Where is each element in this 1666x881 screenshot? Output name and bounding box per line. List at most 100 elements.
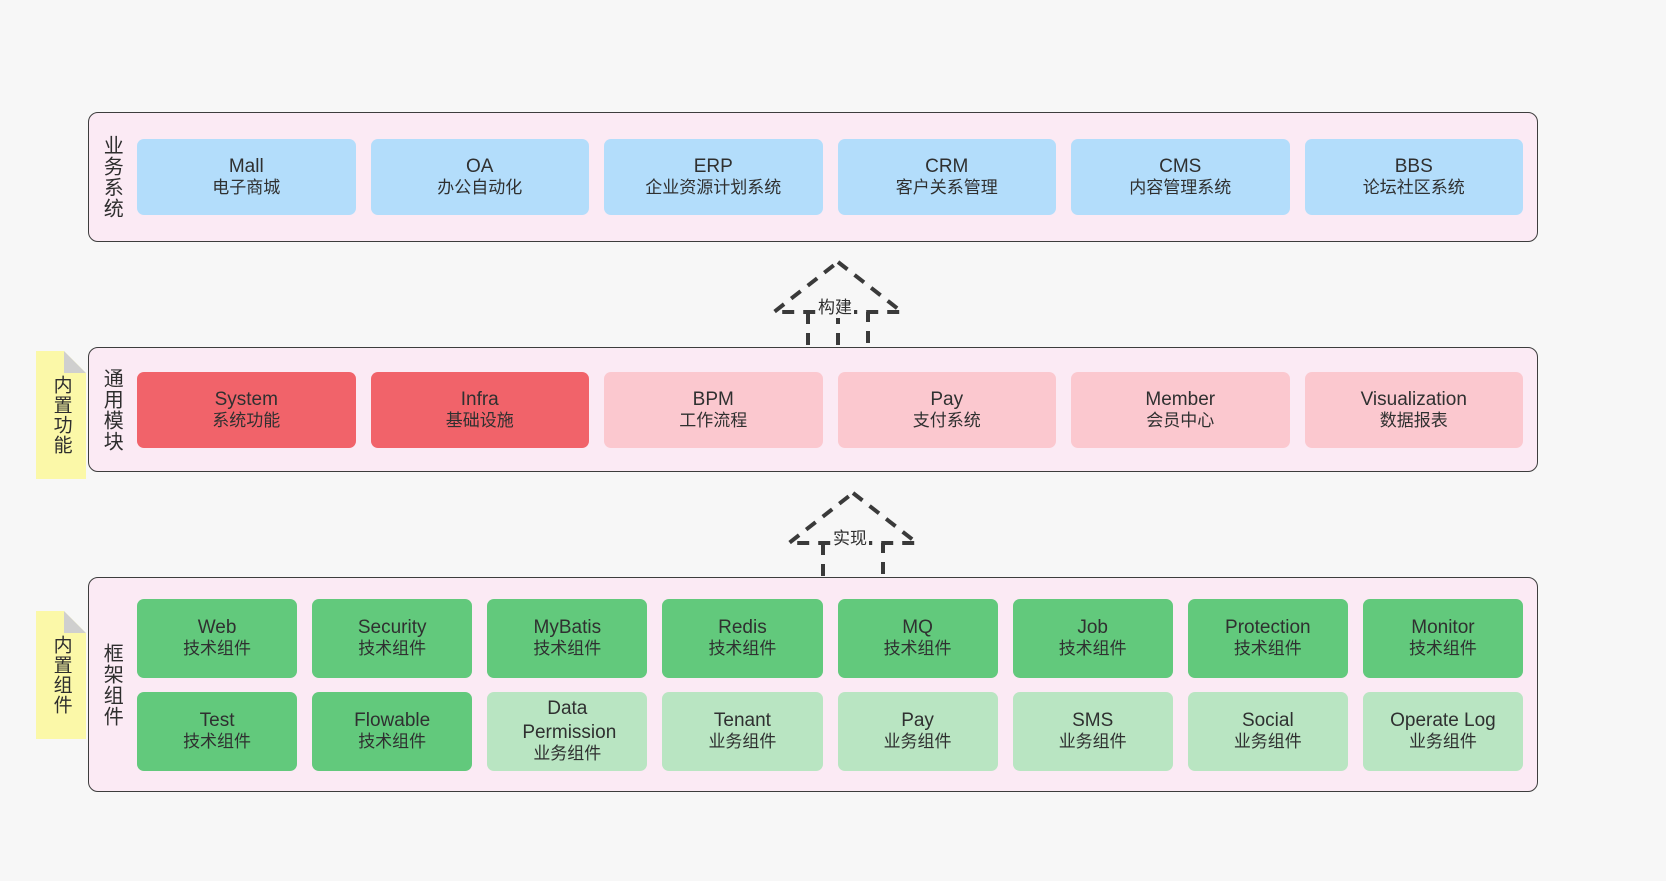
card-tenant[interactable]: Tenant 业务组件	[662, 691, 823, 771]
card-pay-component-cn: 业务组件	[883, 732, 952, 752]
card-mybatis-en: MyBatis	[533, 617, 602, 639]
card-job-cn: 技术组件	[1058, 639, 1127, 659]
card-mall-en: Mall	[228, 156, 264, 178]
card-oa[interactable]: OA 办公自动化	[370, 139, 589, 215]
card-sms-cn: 业务组件	[1058, 732, 1127, 752]
note-fold-icon	[64, 611, 86, 633]
card-sms[interactable]: SMS 业务组件	[1012, 691, 1173, 771]
card-cms-en: CMS	[1159, 156, 1202, 178]
card-oa-en: OA	[466, 156, 494, 178]
connector-build: 构建	[760, 258, 920, 352]
card-monitor-cn: 技术组件	[1408, 639, 1477, 659]
card-pay-component-en: Pay	[901, 710, 934, 732]
layer-business-system-body: Mall 电子商城 OA 办公自动化 ERP 企业资源计划系统 CRM 客户关系…	[133, 113, 1537, 241]
card-mybatis-cn: 技术组件	[533, 639, 602, 659]
card-tenant-en: Tenant	[713, 710, 771, 732]
framework-tech-row: Web 技术组件 Security 技术组件 MyBatis 技术组件 Redi…	[137, 598, 1523, 678]
card-monitor[interactable]: Monitor 技术组件	[1362, 598, 1523, 678]
card-social-cn: 业务组件	[1233, 732, 1302, 752]
card-visualization[interactable]: Visualization 数据报表	[1304, 371, 1523, 448]
card-visualization-en: Visualization	[1360, 388, 1467, 410]
card-tenant-cn: 业务组件	[708, 732, 777, 752]
card-visualization-cn: 数据报表	[1379, 410, 1448, 430]
card-pay-module-cn: 支付系统	[912, 410, 981, 430]
card-erp-cn: 企业资源计划系统	[645, 178, 782, 198]
card-system[interactable]: System 系统功能	[137, 371, 356, 448]
layer-framework-component-title: 框架组件	[100, 642, 123, 727]
business-card-row: Mall 电子商城 OA 办公自动化 ERP 企业资源计划系统 CRM 客户关系…	[137, 139, 1523, 215]
card-cms[interactable]: CMS 内容管理系统	[1071, 139, 1290, 215]
card-bbs-en: BBS	[1394, 156, 1433, 178]
note-builtin-features-label: 内置功能	[50, 375, 72, 455]
card-security-en: Security	[357, 617, 427, 639]
card-data-permission-en: Data Permission	[522, 698, 617, 743]
card-data-permission-cn: 业务组件	[533, 743, 602, 763]
card-protection[interactable]: Protection 技术组件	[1187, 598, 1348, 678]
card-web-en: Web	[197, 617, 237, 639]
connector-implement: 实现	[775, 489, 935, 583]
card-oa-cn: 办公自动化	[437, 178, 523, 198]
card-bbs-cn: 论坛社区系统	[1362, 178, 1465, 198]
card-web[interactable]: Web 技术组件	[137, 598, 298, 678]
card-bpm-en: BPM	[692, 388, 734, 410]
layer-common-module-title: 通用模块	[100, 367, 123, 452]
card-bpm[interactable]: BPM 工作流程	[604, 371, 823, 448]
card-mall-cn: 电子商城	[212, 178, 281, 198]
card-security-cn: 技术组件	[358, 639, 427, 659]
card-bbs[interactable]: BBS 论坛社区系统	[1304, 139, 1523, 215]
card-mall[interactable]: Mall 电子商城	[137, 139, 356, 215]
card-system-cn: 系统功能	[212, 410, 281, 430]
layer-framework-component: 框架组件 Web 技术组件 Security 技术组件 MyBatis 技术组件…	[88, 577, 1538, 792]
card-erp[interactable]: ERP 企业资源计划系统	[604, 139, 823, 215]
card-flowable-en: Flowable	[354, 710, 431, 732]
card-mq-cn: 技术组件	[883, 639, 952, 659]
layer-business-system: 业务系统 Mall 电子商城 OA 办公自动化 ERP 企业资源计划系统 CRM…	[88, 112, 1538, 242]
card-operate-log-cn: 业务组件	[1408, 732, 1477, 752]
card-protection-cn: 技术组件	[1233, 639, 1302, 659]
card-pay-component[interactable]: Pay 业务组件	[837, 691, 998, 771]
card-job-en: Job	[1077, 617, 1108, 639]
layer-common-module-body: System 系统功能 Infra 基础设施 BPM 工作流程 Pay 支付系统…	[133, 348, 1537, 471]
card-operate-log[interactable]: Operate Log 业务组件	[1362, 691, 1523, 771]
card-flowable[interactable]: Flowable 技术组件	[312, 691, 473, 771]
card-test[interactable]: Test 技术组件	[137, 691, 298, 771]
common-card-row: System 系统功能 Infra 基础设施 BPM 工作流程 Pay 支付系统…	[137, 371, 1523, 448]
card-member-en: Member	[1145, 388, 1216, 410]
card-infra[interactable]: Infra 基础设施	[370, 371, 589, 448]
card-redis-en: Redis	[718, 617, 767, 639]
card-redis[interactable]: Redis 技术组件	[662, 598, 823, 678]
card-mq-en: MQ	[902, 617, 933, 639]
card-sms-en: SMS	[1072, 710, 1114, 732]
card-mq[interactable]: MQ 技术组件	[837, 598, 998, 678]
card-job[interactable]: Job 技术组件	[1012, 598, 1173, 678]
card-erp-en: ERP	[693, 156, 733, 178]
note-builtin-components-label: 内置组件	[50, 635, 72, 715]
note-builtin-components: 内置组件	[36, 611, 86, 739]
card-pay-module-en: Pay	[930, 388, 964, 410]
card-member-cn: 会员中心	[1146, 410, 1215, 430]
card-test-cn: 技术组件	[183, 732, 252, 752]
card-crm[interactable]: CRM 客户关系管理	[837, 139, 1056, 215]
note-builtin-features: 内置功能	[36, 351, 86, 479]
note-fold-icon	[64, 351, 86, 373]
card-crm-en: CRM	[925, 156, 969, 178]
layer-common-module: 通用模块 System 系统功能 Infra 基础设施 BPM 工作流程 Pay…	[88, 347, 1538, 472]
card-pay-module[interactable]: Pay 支付系统	[837, 371, 1056, 448]
card-web-cn: 技术组件	[183, 639, 252, 659]
layer-business-system-title: 业务系统	[100, 135, 123, 219]
connector-implement-label: 实现	[831, 524, 869, 549]
card-member[interactable]: Member 会员中心	[1071, 371, 1290, 448]
card-crm-cn: 客户关系管理	[895, 178, 998, 198]
card-mybatis[interactable]: MyBatis 技术组件	[487, 598, 648, 678]
card-data-permission[interactable]: Data Permission 业务组件	[487, 691, 648, 771]
card-cms-cn: 内容管理系统	[1129, 178, 1232, 198]
card-monitor-en: Monitor	[1411, 617, 1475, 639]
card-system-en: System	[214, 388, 278, 410]
card-social[interactable]: Social 业务组件	[1187, 691, 1348, 771]
card-test-en: Test	[199, 710, 235, 732]
card-security[interactable]: Security 技术组件	[312, 598, 473, 678]
layer-framework-component-body: Web 技术组件 Security 技术组件 MyBatis 技术组件 Redi…	[133, 578, 1537, 791]
card-operate-log-en: Operate Log	[1390, 710, 1496, 732]
card-bpm-cn: 工作流程	[679, 410, 748, 430]
